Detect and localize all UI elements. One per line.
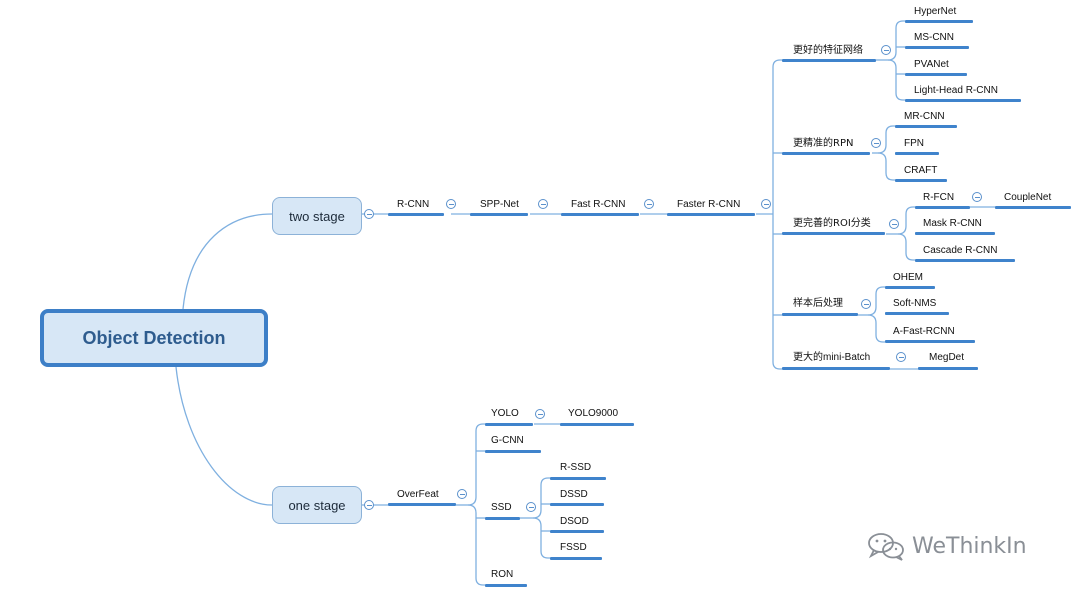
collapse-toggle-two-stage[interactable] (364, 209, 374, 219)
node-underline (895, 179, 947, 182)
node-underline (485, 423, 533, 426)
node-underline (995, 206, 1071, 209)
wechat-icon (868, 533, 904, 561)
node-underline (885, 312, 949, 315)
node-underline (388, 503, 456, 506)
node-underline (782, 152, 870, 155)
node-underline (885, 286, 935, 289)
node-underline (885, 340, 975, 343)
node-ron[interactable]: RON (491, 569, 514, 580)
node-yolo9000[interactable]: YOLO9000 (568, 408, 619, 419)
node-light-head-r-cnn[interactable]: Light-Head R-CNN (914, 85, 998, 96)
node-cascade-r-cnn[interactable]: Cascade R-CNN (923, 245, 998, 256)
node-underline (905, 73, 967, 76)
node-underline (895, 125, 957, 128)
group-post-processing[interactable]: 样本后处理 (793, 298, 843, 309)
root-node[interactable]: Object Detection (40, 309, 268, 367)
node-underline (905, 20, 973, 23)
node-underline (895, 152, 939, 155)
node-faster-r-cnn[interactable]: Faster R-CNN (677, 199, 741, 210)
node-underline (915, 259, 1015, 262)
node-soft-nms[interactable]: Soft-NMS (893, 298, 937, 309)
node-underline (561, 213, 639, 216)
node-underline (550, 557, 602, 560)
collapse-toggle-group-2[interactable] (871, 138, 881, 148)
node-underline (388, 213, 444, 216)
collapse-toggle-group-3[interactable] (889, 219, 899, 229)
node-yolo[interactable]: YOLO (491, 408, 519, 419)
node-couplenet[interactable]: CoupleNet (1004, 192, 1052, 203)
node-craft[interactable]: CRAFT (904, 165, 938, 176)
group-mini-batch[interactable]: 更大的mini-Batch (793, 352, 871, 363)
collapse-toggle-group-1[interactable] (881, 45, 891, 55)
node-underline (782, 367, 890, 370)
collapse-toggle-group-5[interactable] (896, 352, 906, 362)
node-overfeat[interactable]: OverFeat (397, 489, 439, 500)
node-underline (550, 530, 604, 533)
collapse-toggle-one-stage[interactable] (364, 500, 374, 510)
group-roi-classification[interactable]: 更完善的ROI分类 (793, 218, 871, 229)
node-pvanet[interactable]: PVANet (914, 59, 949, 70)
group-feature-network[interactable]: 更好的特征网络 (793, 45, 863, 56)
two-stage-node[interactable]: two stage (272, 197, 362, 235)
node-underline (918, 367, 978, 370)
group-rpn[interactable]: 更精准的RPN (793, 138, 854, 149)
collapse-toggle-yolo[interactable] (535, 409, 545, 419)
collapse-toggle-overfeat[interactable] (457, 489, 467, 499)
node-underline (485, 517, 520, 520)
collapse-toggle-fast-r-cnn[interactable] (644, 199, 654, 209)
node-underline (782, 59, 876, 62)
node-r-ssd[interactable]: R-SSD (560, 462, 592, 473)
node-r-cnn[interactable]: R-CNN (397, 199, 430, 210)
node-dsod[interactable]: DSOD (560, 516, 589, 527)
node-underline (550, 477, 606, 480)
node-underline (782, 313, 858, 316)
node-ssd[interactable]: SSD (491, 502, 512, 513)
node-underline (667, 213, 755, 216)
node-mr-cnn[interactable]: MR-CNN (904, 111, 945, 122)
collapse-toggle-ssd[interactable] (526, 502, 536, 512)
node-underline (550, 503, 604, 506)
node-underline (915, 206, 970, 209)
node-spp-net[interactable]: SPP-Net (480, 199, 519, 210)
node-fssd[interactable]: FSSD (560, 542, 587, 553)
node-fast-r-cnn[interactable]: Fast R-CNN (571, 199, 626, 210)
node-underline (485, 450, 541, 453)
node-ohem[interactable]: OHEM (893, 272, 923, 283)
connector-root-one-stage (175, 366, 273, 506)
node-g-cnn[interactable]: G-CNN (491, 435, 524, 446)
node-underline (560, 423, 634, 426)
node-r-fcn[interactable]: R-FCN (923, 192, 955, 203)
collapse-toggle-group-4[interactable] (861, 299, 871, 309)
node-dssd[interactable]: DSSD (560, 489, 588, 500)
node-fpn[interactable]: FPN (904, 138, 924, 149)
node-megdet[interactable]: MegDet (929, 352, 965, 363)
collapse-toggle-spp-net[interactable] (538, 199, 548, 209)
one-stage-node[interactable]: one stage (272, 486, 362, 524)
node-underline (470, 213, 528, 216)
node-underline (905, 46, 969, 49)
node-hypernet[interactable]: HyperNet (914, 6, 957, 17)
connector-root-two-stage (182, 213, 273, 310)
node-underline (782, 232, 885, 235)
node-mask-r-cnn[interactable]: Mask R-CNN (923, 218, 982, 229)
node-ms-cnn[interactable]: MS-CNN (914, 32, 954, 43)
node-underline (905, 99, 1021, 102)
collapse-toggle-r-cnn[interactable] (446, 199, 456, 209)
watermark-text: WeThinkIn (912, 533, 1027, 559)
watermark: WeThinkIn (866, 531, 1027, 561)
node-underline (915, 232, 995, 235)
collapse-toggle-faster-r-cnn[interactable] (761, 199, 771, 209)
node-underline (485, 584, 527, 587)
collapse-toggle-r-fcn[interactable] (972, 192, 982, 202)
node-a-fast-rcnn[interactable]: A-Fast-RCNN (893, 326, 955, 337)
